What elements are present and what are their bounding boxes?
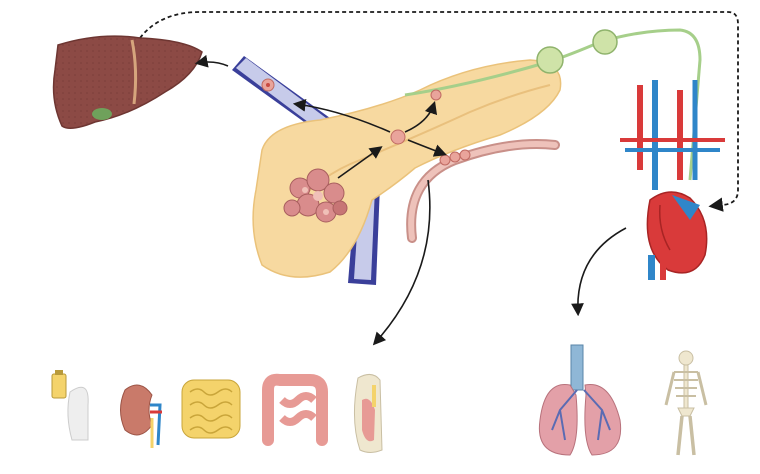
lungs [538, 344, 622, 456]
arrow-to-nerve [404, 100, 438, 133]
arrow-to-lymph [407, 139, 447, 157]
dashed-pathway-arrow [139, 11, 739, 212]
kidney [120, 384, 162, 448]
abdominal-wall [353, 374, 383, 453]
arrow-to-peritoneum [372, 179, 431, 346]
nerve-ganglia [404, 28, 702, 181]
large-intestine [262, 373, 328, 446]
liver [52, 35, 203, 129]
lymphatic-vessel [406, 139, 560, 243]
arrow-to-liver [194, 54, 229, 68]
tumor-cell [390, 129, 406, 145]
arrow-heart-to-lungs [571, 227, 627, 317]
pancreatic-tumor [283, 168, 348, 223]
skeleton [664, 350, 708, 456]
heart [620, 80, 725, 280]
arrow-tumor-to-cell [337, 146, 383, 179]
peritoneum [51, 370, 89, 441]
gallbladder [92, 108, 112, 120]
arrow-to-vein [292, 98, 391, 133]
pancreas [252, 59, 562, 278]
small-intestine [181, 379, 241, 439]
